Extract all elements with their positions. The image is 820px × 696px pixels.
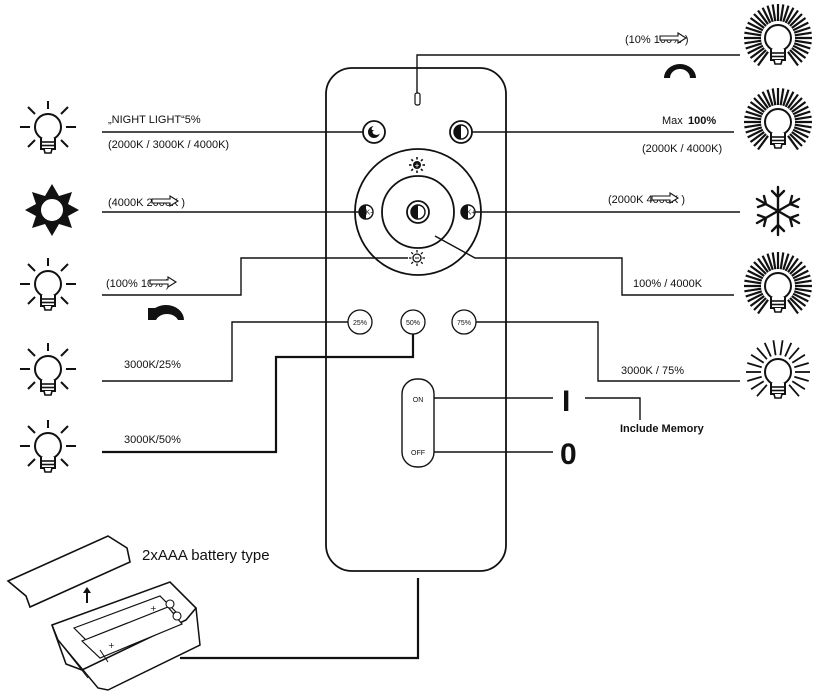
cct-cooler-label: K+: [467, 210, 476, 217]
power-on-button[interactable]: ON: [413, 397, 424, 404]
bulb-half-rays-icon: [746, 340, 810, 399]
power-on-glyph: I: [562, 385, 570, 418]
power-off-glyph: 0: [560, 438, 577, 471]
line-memory: [585, 397, 641, 420]
star-icon: [368, 128, 374, 134]
line-preset-75: [476, 321, 740, 382]
arc-down-fill: [148, 308, 156, 320]
ir-led-window: [414, 92, 421, 106]
cct-cooler-button[interactable]: K+: [460, 204, 476, 220]
sun-bright-icon: +: [409, 157, 425, 173]
arrow-up-icon: [83, 587, 91, 603]
label-full-output: 100% / 4000K: [633, 278, 703, 290]
label-max-value: 100%: [688, 115, 716, 127]
arrow-right-icon: [659, 32, 688, 44]
bulb-full-rays-icon: [744, 88, 812, 151]
arrow-right-icon: [151, 195, 180, 207]
preset-75-button[interactable]: 75%: [451, 309, 477, 335]
preset-50-button[interactable]: 50%: [400, 309, 426, 335]
line-preset-50: [102, 334, 415, 454]
brightness-up-button[interactable]: +: [409, 157, 425, 173]
bulb-full-rays-icon: [744, 4, 812, 67]
half-circle-icon: [411, 205, 418, 219]
label-max-prefix: Max: [662, 115, 683, 127]
svg-text:+: +: [150, 604, 157, 613]
label-night-light-cct: (2000K / 3000K / 4000K): [108, 139, 229, 151]
line-battery: [180, 578, 420, 660]
bulb-dim-icon: [20, 258, 76, 310]
battery-compartment-illustration: + +: [6, 535, 201, 691]
battery-cover: [6, 535, 131, 609]
night-light-button[interactable]: [362, 120, 386, 144]
label-preset-50: 3000K/50%: [124, 434, 181, 446]
preset-50-label: 50%: [406, 320, 420, 327]
svg-text:+: +: [108, 641, 115, 650]
svg-text:+: +: [414, 163, 419, 170]
bulb-dim-icon: [20, 101, 76, 153]
preset-75-label: 75%: [457, 320, 471, 327]
arc-up-icon: [664, 64, 696, 78]
ray-lines: [744, 88, 812, 151]
power-on-label: ON: [413, 397, 424, 404]
center-toggle-button[interactable]: [406, 200, 430, 224]
line-center: [434, 235, 734, 296]
bulb-full-rays-icon: [744, 252, 812, 315]
ray-lines: [746, 340, 810, 397]
line-brightness-up: [416, 54, 740, 93]
preset-25-label: 25%: [353, 320, 367, 327]
bulb-dim-icon: [20, 420, 76, 472]
power-off-button[interactable]: OFF: [411, 450, 425, 457]
ray-lines: [744, 252, 812, 315]
sun-dim-icon: [409, 250, 425, 266]
half-circle-icon: [454, 125, 461, 139]
brightness-down-button[interactable]: [409, 250, 425, 266]
ray-lines: [744, 4, 812, 67]
arrow-right-icon: [149, 276, 178, 288]
snowflake-icon: [755, 185, 801, 237]
arrow-right-icon: [651, 192, 680, 204]
arc-down-icon: [148, 305, 184, 320]
label-night-light: „NIGHT LIGHT“5%: [108, 114, 201, 126]
power-off-label: OFF: [411, 450, 425, 457]
battery-2: [80, 606, 183, 659]
label-preset-25: 3000K/25%: [124, 359, 181, 371]
sun-warm-icon: [25, 184, 79, 236]
power-rocker: [401, 378, 435, 468]
line-brightness-down: [102, 257, 408, 296]
label-include-memory: Include Memory: [620, 423, 705, 435]
label-battery: 2xAAA battery type: [142, 547, 270, 564]
max-brightness-button[interactable]: [449, 120, 473, 144]
label-max-cct: (2000K / 4000K): [642, 143, 722, 155]
bulb-dim-icon: [20, 343, 76, 395]
cct-warmer-label: K-: [366, 210, 374, 217]
label-preset-75: 3000K / 75%: [621, 365, 684, 377]
line-preset-25: [102, 321, 348, 382]
preset-25-button[interactable]: 25%: [347, 309, 373, 335]
cct-warmer-button[interactable]: K-: [358, 204, 374, 220]
